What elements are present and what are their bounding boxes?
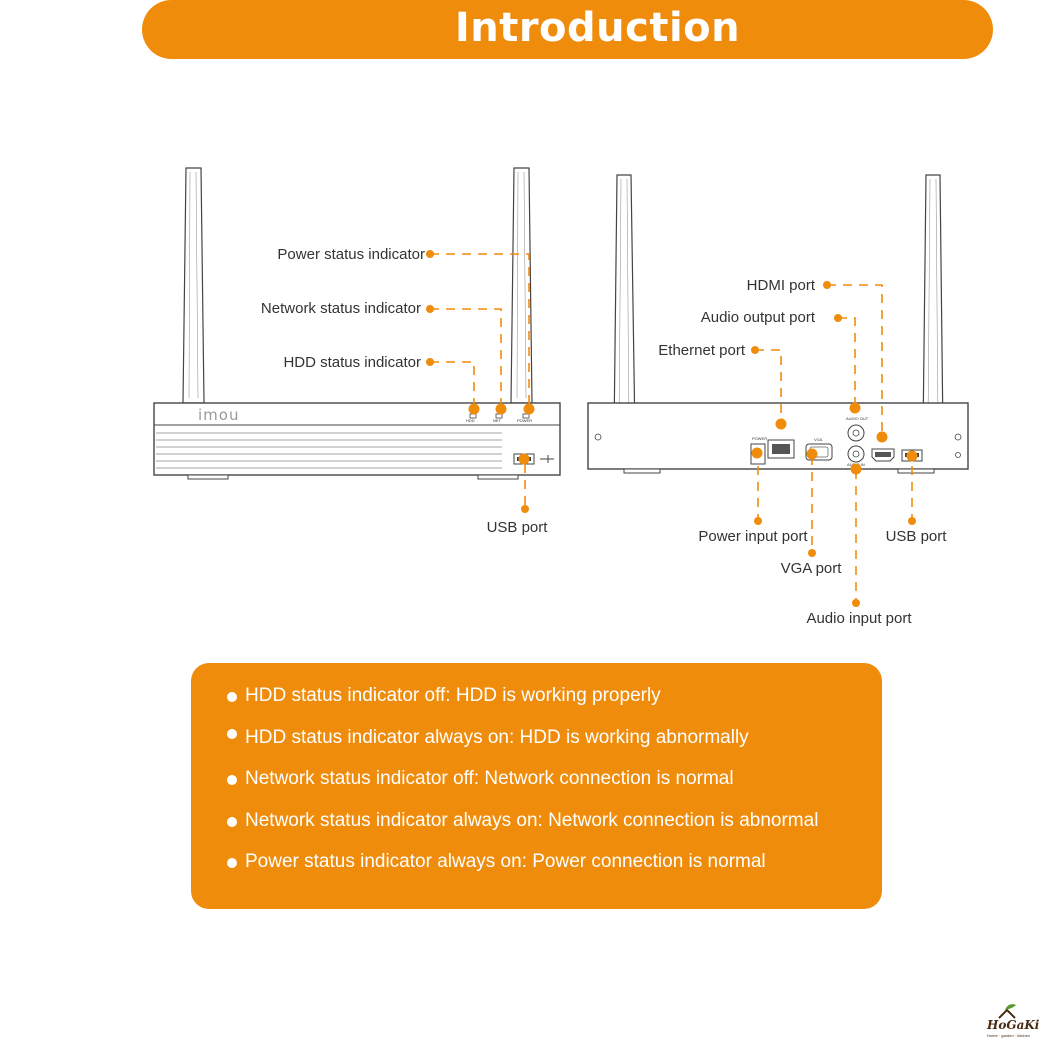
label-power-input-port: Power input port [698, 528, 808, 545]
bullet-icon [227, 775, 237, 786]
status-note: Network status indicator off: Network co… [227, 768, 882, 810]
svg-text:AUDIO OUT: AUDIO OUT [846, 416, 869, 421]
status-note: HDD status indicator off: HDD is working… [227, 685, 882, 727]
label-hdmi-port: HDMI port [747, 277, 816, 294]
back-callouts [755, 284, 913, 603]
led-label-net: NET [493, 418, 502, 423]
label-power-status-indicator: Power status indicator [277, 246, 425, 263]
svg-text:POWER: POWER [752, 436, 767, 441]
brand-tagline: Home · garden · kitchen [987, 1033, 1030, 1038]
back-antenna-right [922, 174, 944, 436]
power-led [522, 413, 530, 419]
status-note: HDD status indicator always on: HDD is w… [227, 727, 882, 769]
svg-text:VGA: VGA [814, 437, 823, 442]
front-callouts [430, 253, 530, 509]
front-antenna-left [182, 167, 205, 404]
back-audio-out-port: AUDIO OUT [846, 416, 869, 442]
status-note: Power status indicator always on: Power … [227, 851, 882, 893]
label-hdd-status-indicator: HDD status indicator [283, 354, 421, 371]
ground-icon [955, 452, 961, 458]
nvr-diagram: imou HDD NET POWER [153, 167, 969, 627]
back-antenna-left [613, 174, 636, 436]
bullet-icon [227, 692, 237, 702]
back-view: POWER VGA AUDIO OUT AUDIO IN [587, 174, 969, 627]
led-label-power: POWER [517, 418, 532, 423]
label-audio-input-port: Audio input port [806, 610, 912, 627]
title-banner: Introduction [142, 0, 993, 59]
page-title: Introduction [454, 4, 741, 51]
brand-name: HoGaKi [987, 1018, 1040, 1032]
label-back-usb-port: USB port [886, 528, 948, 545]
usb-symbol-icon [540, 455, 554, 463]
house-leaf-icon [998, 1004, 1016, 1019]
label-audio-output-port: Audio output port [701, 309, 816, 326]
bullet-icon [227, 728, 237, 739]
back-ethernet-port [767, 439, 795, 459]
bullet-icon [227, 816, 237, 827]
front-view: imou HDD NET POWER [153, 167, 561, 536]
status-notes-box: HDD status indicator off: HDD is working… [191, 663, 882, 909]
label-network-status-indicator: Network status indicator [261, 300, 421, 317]
bullet-icon [227, 858, 237, 869]
brand-watermark: HoGaKi Home · garden · kitchen [985, 1000, 1043, 1044]
label-vga-port: VGA port [781, 560, 843, 577]
led-label-hdd: HDD [466, 418, 475, 423]
back-hdmi-port [871, 448, 895, 462]
front-body: imou [153, 402, 561, 480]
label-ethernet-port: Ethernet port [658, 342, 746, 359]
label-front-usb-port: USB port [487, 519, 549, 536]
device-logo: imou [198, 406, 239, 424]
status-note: Network status indicator always on: Netw… [227, 810, 882, 852]
